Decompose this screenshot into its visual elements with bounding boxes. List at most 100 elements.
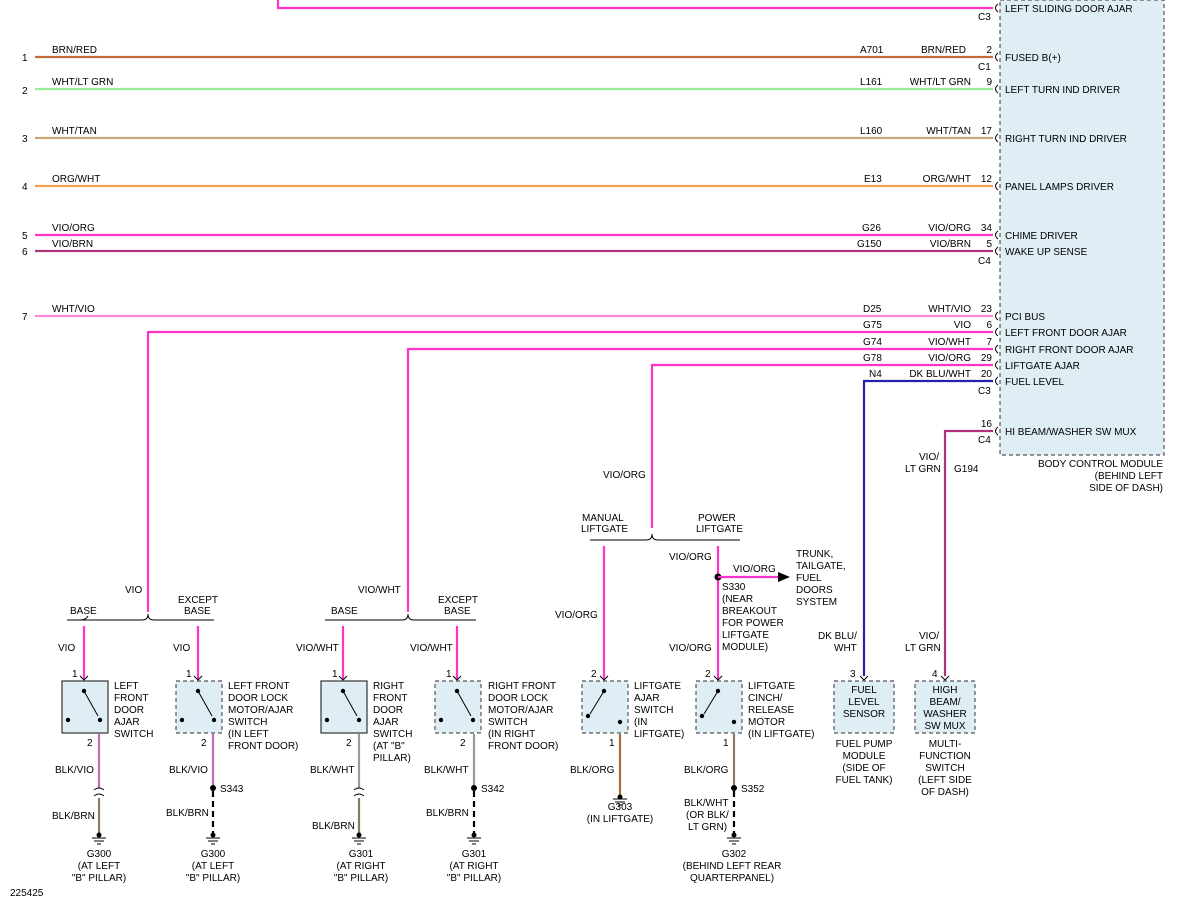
base-label: BASE (184, 606, 211, 617)
right-front-door-branch: VIO/WHT BASE EXCEPT BASE VIO/WHT VIO/WHT (296, 585, 478, 680)
wire-label: LT GRN (905, 643, 941, 654)
pin-label: 6 (22, 247, 28, 258)
pin-number: 2 (201, 738, 207, 749)
bcm-function: LIFTGATE AJAR (1005, 361, 1080, 372)
bcm-function: CHIME DRIVER (1005, 231, 1078, 242)
sensor-body (833, 680, 895, 734)
splice-dot (731, 785, 737, 791)
wire-color-label: BRN/RED (52, 45, 97, 56)
switch-body (434, 680, 482, 734)
bcm-function: FUSED B(+) (1005, 53, 1061, 64)
circuit-id: N4 (869, 369, 882, 380)
bcm-row-6: 6 VIO/BRN G150 VIO/BRN 5 WAKE UP SENSE C… (22, 239, 1088, 267)
wire-label: BLK/BRN (426, 808, 469, 819)
component-name: RIGHT (373, 681, 404, 692)
ground-location: (AT LEFT (192, 861, 234, 872)
component-name: (IN LEFT (228, 729, 269, 740)
component-name: SW MUX (924, 721, 965, 732)
component-name: FRONT DOOR) (488, 741, 558, 752)
wire-label: WHT (834, 643, 857, 654)
wire-label: BLK/BRN (166, 808, 209, 819)
component-name: FUEL (851, 685, 877, 696)
component-name: LIFTGATE) (634, 729, 684, 740)
bcm-row-left-sliding-door: LEFT SLIDING DOOR AJAR C3 (276, 0, 1133, 23)
cavity: 23 (981, 304, 993, 315)
fuel-hibeam-labels: DK BLU/ WHT VIO/ LT GRN VIO/ LT GRN G194 (818, 452, 979, 654)
bcm-input-n4: N4 DK BLU/WHT 20 FUEL LEVEL C3 (862, 369, 1065, 676)
pin-number: 1 (186, 669, 192, 680)
component-sub: OF DASH) (921, 787, 969, 798)
component-sub: SWITCH (925, 763, 964, 774)
component-name: DOOR (114, 705, 144, 716)
wire-label: VIO/ (919, 452, 939, 463)
trunk-label-1: TRUNK, (796, 549, 833, 560)
circuit-id: G26 (862, 223, 881, 234)
component-name: MOTOR (748, 717, 785, 728)
switch-body (320, 680, 368, 734)
wire-label: VIO/ (919, 631, 939, 642)
component-name: AJAR (634, 693, 660, 704)
wire-color-label-right: VIO/BRN (930, 239, 971, 250)
cavity: 20 (981, 369, 993, 380)
cavity: 29 (981, 353, 993, 364)
body-control-module: BODY CONTROL MODULE (BEHIND LEFT SIDE OF… (999, 0, 1165, 494)
connector-brackets (995, 3, 999, 436)
pin-connector-marks (79, 675, 950, 681)
wire-label: LT GRN (905, 464, 941, 475)
arrow-icon (778, 572, 790, 582)
pin-label: 7 (22, 312, 28, 323)
bcm-function: PCI BUS (1005, 312, 1045, 323)
pin-number: 1 (723, 738, 729, 749)
ground-location: "B" PILLAR) (447, 873, 501, 884)
pin-number: 2 (591, 669, 597, 680)
wire-label: VIO/ORG (669, 643, 712, 654)
trunk-label-3: FUEL (796, 573, 822, 584)
liftgate-ajar-switch: 2 1 LIFTGATE AJAR SWITCH (IN LIFTGATE) B… (570, 669, 684, 825)
wire-label: BLK/ORG (684, 765, 729, 776)
wire-color-label: ORG/WHT (52, 174, 100, 185)
s330-label-2: (NEAR (722, 594, 753, 605)
liftgate-branch: VIO/ORG MANUAL LIFTGATE POWER LIFTGATE V… (555, 470, 846, 680)
bcm-function: RIGHT TURN IND DRIVER (1005, 134, 1127, 145)
left-front-door-ajar-switch: 1 2 LEFT FRONT DOOR AJAR SWITCH BLK/VIO … (52, 669, 153, 884)
cavity: 5 (986, 239, 992, 250)
component-sub: FUEL TANK) (835, 775, 892, 786)
pin-number: 4 (932, 669, 938, 680)
bcm-input-g75: G75 VIO 6 LEFT FRONT DOOR AJAR (146, 320, 1127, 612)
wire-color-label-right: WHT/TAN (926, 126, 971, 137)
wire-label: VIO (125, 585, 142, 596)
circuit-id: G150 (857, 239, 882, 250)
wire-label: LT GRN) (688, 822, 727, 833)
component-name: BEAM/ (929, 697, 960, 708)
circuit-id: D25 (863, 304, 882, 315)
wire-label: BLK/WHT (684, 798, 728, 809)
cavity: 34 (981, 223, 993, 234)
bcm-connector: C3 (978, 12, 991, 23)
component-sub: MODULE (843, 751, 886, 762)
component-name: FRONT (114, 693, 148, 704)
cavity: 7 (986, 337, 992, 348)
s330-label-1: S330 (722, 582, 746, 593)
wire-color-label: WHT/VIO (52, 304, 95, 315)
wire-color-label-right: VIO/ORG (928, 223, 971, 234)
wire-color-label: VIO/WHT (928, 337, 971, 348)
wire-color-label: VIO/BRN (52, 239, 93, 250)
right-front-door-ajar-switch: 1 2 RIGHT FRONT DOOR AJAR SWITCH (AT "B"… (310, 669, 412, 884)
wire-label: VIO/WHT (410, 643, 453, 654)
splice-id: S342 (481, 784, 505, 795)
component-name: LIFTGATE (748, 681, 795, 692)
pin-number: 1 (72, 669, 78, 680)
switch-body (581, 680, 629, 734)
ground-location: "B" PILLAR) (186, 873, 240, 884)
ground-location: (BEHIND LEFT REAR (683, 861, 782, 872)
splice-id: S343 (220, 784, 244, 795)
wire-color-label-right: ORG/WHT (923, 174, 971, 185)
component-name: DOOR LOCK (488, 693, 548, 704)
component-name: WASHER (923, 709, 967, 720)
wire-label: (OR BLK/ (686, 810, 729, 821)
component-name: HIGH (933, 685, 958, 696)
pin-label: 4 (22, 182, 28, 193)
ground-icon (92, 837, 106, 845)
pin-label: 2 (22, 86, 28, 97)
bcm-title-3: SIDE OF DASH) (1089, 483, 1163, 494)
